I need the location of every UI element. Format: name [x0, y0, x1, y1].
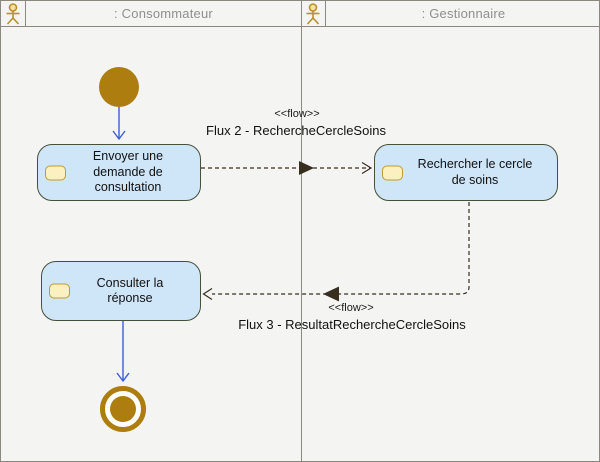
object-flow-flux3[interactable] [202, 202, 470, 302]
action-consulter-reponse[interactable]: Consulter la réponse [41, 261, 201, 321]
action-rechercher-cercle[interactable]: Rechercher le cercle de soins [374, 144, 558, 201]
lane-separator [301, 1, 302, 461]
mid-arrowhead-icon [323, 286, 339, 302]
flux3-stereotype-label[interactable]: <<flow>> [328, 302, 374, 314]
action-rake-icon [382, 165, 403, 180]
action-envoyer-demande[interactable]: Envoyer une demande de consultation [37, 144, 201, 201]
activity-final-core [110, 396, 136, 422]
flux2-name-label[interactable]: Flux 2 - RechercheCercleSoins [206, 123, 386, 138]
action-label: Rechercher le cercle de soins [417, 157, 533, 187]
action-label: Consulter la réponse [96, 275, 164, 306]
control-flow-consulter-to-final[interactable] [116, 321, 130, 383]
lane-consommateur-actor-cell [1, 1, 26, 26]
control-flow-initial-to-envoyer[interactable] [112, 107, 126, 141]
arrowhead-icon [112, 130, 126, 141]
action-label: Envoyer une demande de consultation [92, 149, 164, 195]
open-arrowhead-icon [361, 161, 373, 175]
lane-header-divider [1, 26, 599, 27]
open-arrowhead-icon [202, 287, 213, 301]
flux2-stereotype-label[interactable]: <<flow>> [274, 108, 320, 120]
lane-title-consommateur[interactable]: : Consommateur [114, 6, 213, 21]
initial-node[interactable] [99, 67, 139, 107]
actor-icon [306, 2, 320, 25]
action-rake-icon [49, 283, 70, 299]
action-rake-icon [45, 165, 66, 180]
flux3-name-label[interactable]: Flux 3 - ResultatRechercheCercleSoins [238, 317, 466, 332]
arrowhead-icon [116, 372, 130, 383]
object-flow-flux2[interactable] [201, 161, 373, 175]
lane-gestionnaire-actor-cell [301, 1, 326, 26]
actor-icon [6, 2, 20, 25]
lane-title-gestionnaire[interactable]: : Gestionnaire [421, 6, 506, 21]
activity-final-node[interactable] [100, 386, 146, 432]
